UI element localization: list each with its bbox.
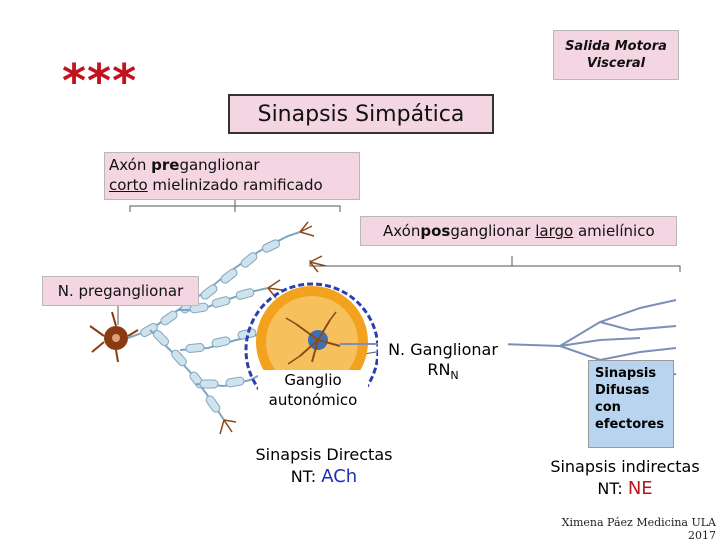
directas-label: Sinapsis Directas bbox=[255, 445, 393, 464]
pos-suffix: amielínico bbox=[573, 222, 655, 240]
n-preganglionar-label: N. preganglionar bbox=[42, 276, 199, 306]
n-ganglionar-line1: N. Ganglionar bbox=[388, 340, 498, 359]
pre-suffix1: ganglionar bbox=[179, 156, 260, 174]
indirectas-label: Sinapsis indirectas bbox=[550, 457, 700, 476]
difusas-l1: Sinapsis bbox=[595, 366, 657, 381]
pre-bold: pre bbox=[151, 156, 180, 174]
ganglio-line1: Ganglio bbox=[284, 371, 342, 389]
salida-line1: Salida Motora bbox=[565, 39, 667, 54]
credit-text: Ximena Páez Medicina ULA 2017 bbox=[561, 516, 716, 542]
axon-preganglionar-label: Axón preganglionar corto mielinizado ram… bbox=[104, 152, 360, 200]
pre-underlined: corto bbox=[109, 176, 148, 194]
pos-middle: ganglionar bbox=[450, 222, 536, 240]
importance-stars: *** bbox=[62, 54, 138, 108]
sinapsis-directas: Sinapsis Directas NT: ACh bbox=[244, 444, 404, 488]
salida-line2: Visceral bbox=[586, 56, 646, 71]
sinapsis-difusas-box: Sinapsis Difusas con efectores bbox=[588, 360, 674, 448]
directas-nt-prefix: NT: bbox=[290, 467, 322, 486]
n-ganglionar-label: N. Ganglionar RNN bbox=[378, 340, 508, 384]
n-ganglionar-sub: N bbox=[450, 369, 459, 383]
ganglio-line2: autonómico bbox=[268, 391, 358, 409]
indirectas-nt-prefix: NT: bbox=[597, 479, 628, 498]
pos-underlined: largo bbox=[535, 222, 574, 240]
pre-suffix2: mielinizado ramificado bbox=[147, 176, 323, 194]
directas-nt-value: ACh bbox=[321, 466, 358, 487]
pre-prefix: Axón bbox=[109, 156, 152, 174]
pos-prefix: Axón bbox=[383, 222, 421, 240]
difusas-l2: Difusas bbox=[595, 383, 650, 398]
n-ganglionar-line2: RN bbox=[427, 360, 451, 379]
pos-bold: pos bbox=[420, 222, 451, 240]
page-title: Sinapsis Simpática bbox=[228, 94, 494, 134]
indirectas-nt-value: NE bbox=[627, 478, 653, 499]
difusas-l3: con bbox=[595, 400, 621, 415]
sinapsis-indirectas: Sinapsis indirectas NT: NE bbox=[530, 456, 720, 500]
ganglio-autonomico-label: Ganglio autonómico bbox=[258, 370, 368, 418]
difusas-l4: efectores bbox=[595, 417, 665, 432]
salida-motora-visceral-box: Salida Motora Visceral bbox=[553, 30, 679, 80]
preganglionic-neuron-soma bbox=[89, 311, 139, 363]
